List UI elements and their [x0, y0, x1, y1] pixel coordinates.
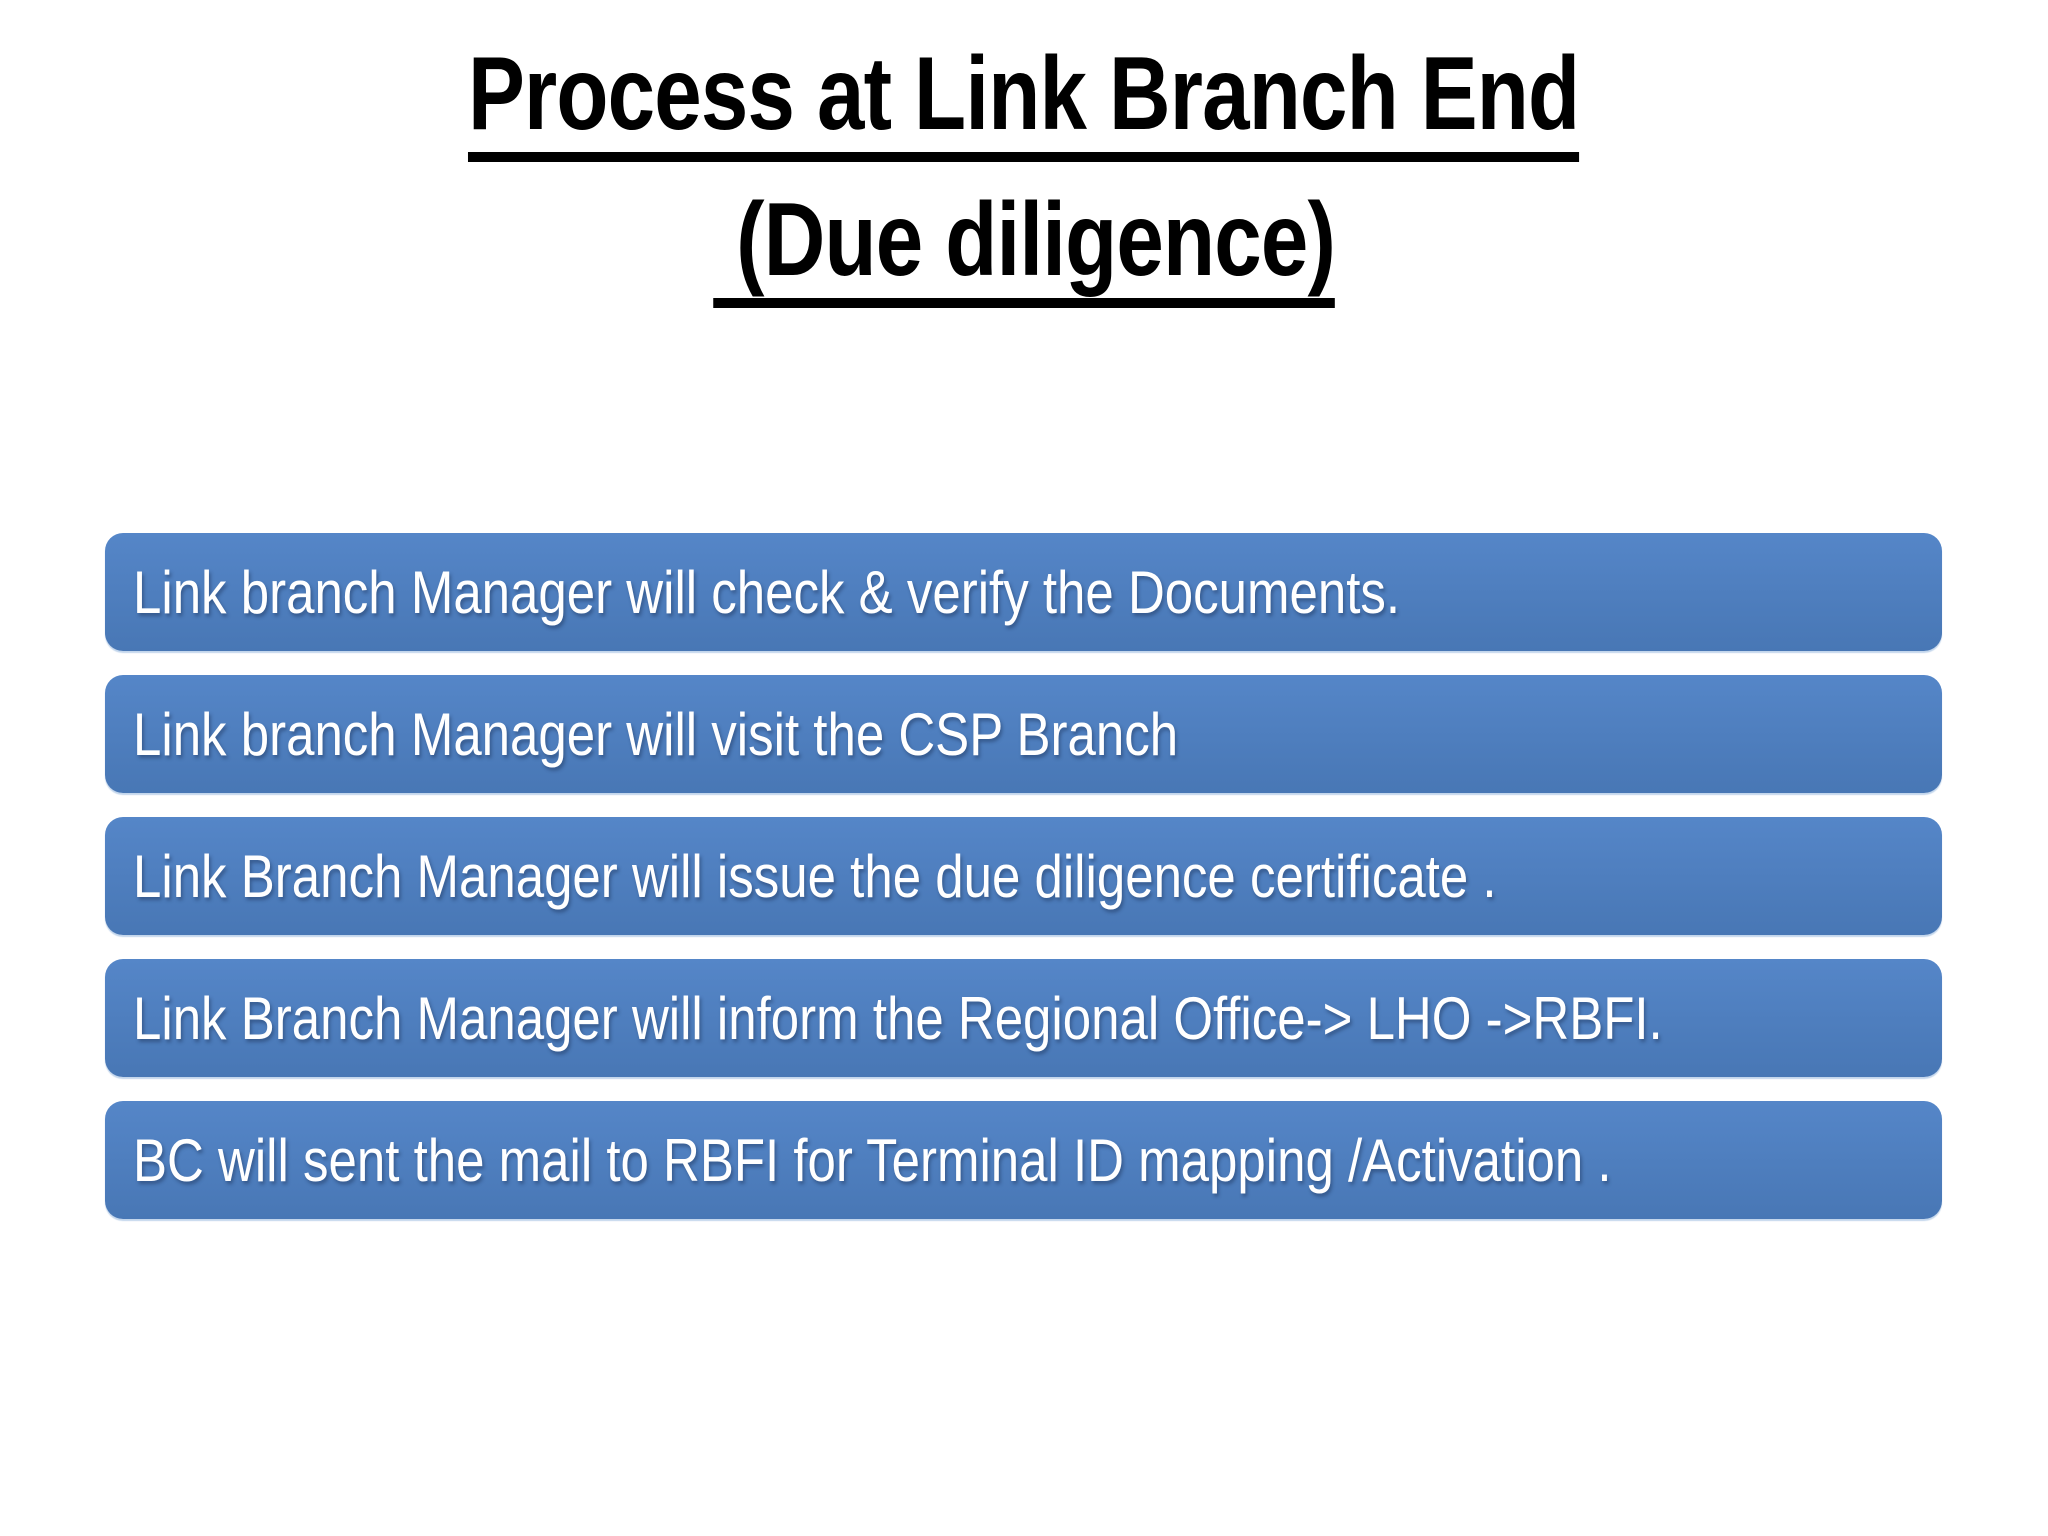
title-line-1-wrap: Process at Link Branch End: [0, 42, 2048, 162]
process-step-4-text: Link Branch Manager will inform the Regi…: [133, 984, 1663, 1052]
process-step-2: Link branch Manager will visit the CSP B…: [105, 675, 1942, 793]
process-step-1: Link branch Manager will check & verify …: [105, 533, 1942, 651]
process-step-2-text: Link branch Manager will visit the CSP B…: [133, 700, 1179, 768]
process-step-1-text: Link branch Manager will check & verify …: [133, 558, 1401, 626]
slide-title: Process at Link Branch End (Due diligenc…: [0, 42, 2048, 308]
title-line-1: Process at Link Branch End: [468, 42, 1580, 162]
process-step-5: BC will sent the mail to RBFI for Termin…: [105, 1101, 1942, 1219]
process-step-5-text: BC will sent the mail to RBFI for Termin…: [133, 1126, 1612, 1194]
title-line-2-wrap: (Due diligence): [0, 188, 2048, 308]
process-step-4: Link Branch Manager will inform the Regi…: [105, 959, 1942, 1077]
process-steps-list: Link branch Manager will check & verify …: [105, 533, 1942, 1219]
process-step-3: Link Branch Manager will issue the due d…: [105, 817, 1942, 935]
process-step-3-text: Link Branch Manager will issue the due d…: [133, 842, 1497, 910]
title-line-2: (Due diligence): [713, 188, 1336, 308]
